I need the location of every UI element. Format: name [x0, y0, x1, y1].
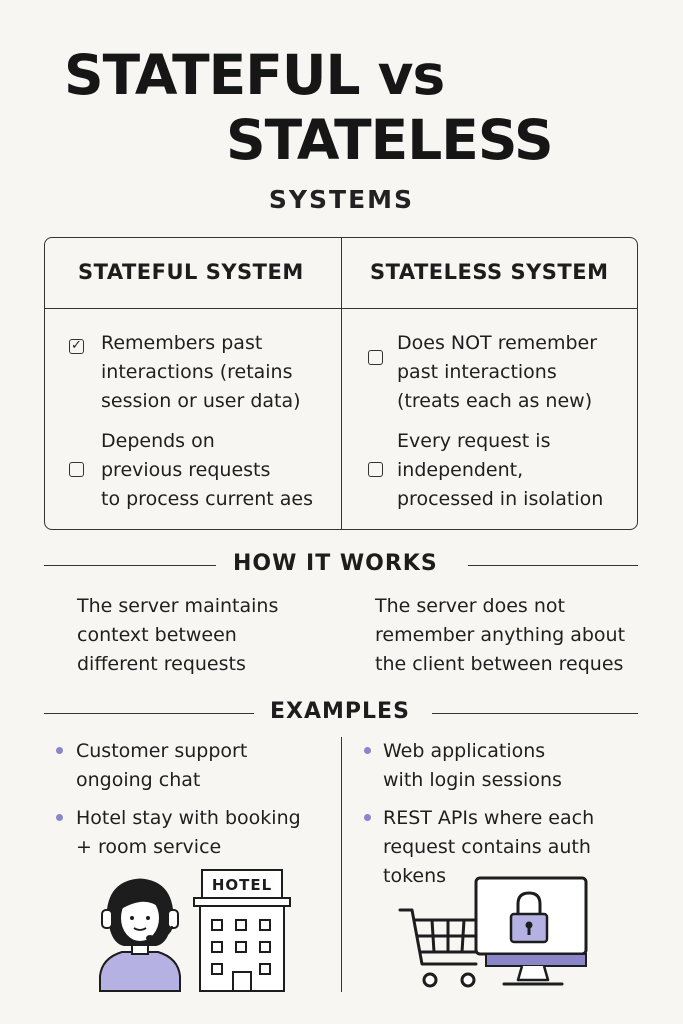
examples-rule-right — [432, 713, 638, 714]
stateful-item-2: Depends on previous requests to process … — [101, 430, 313, 510]
stateless-item-1: Does NOT remember past interactions (tre… — [397, 332, 598, 412]
example-stateless-1: Web applications with login sessions — [383, 740, 562, 791]
page-title-line-2: STATELESS — [226, 108, 554, 172]
how-it-works-stateless: The server does not remember anything ab… — [375, 595, 626, 675]
stateless-heading: STATELESS SYSTEM — [370, 260, 609, 284]
example-stateful-1: Customer support ongoing chat — [76, 740, 248, 791]
how-it-works-stateful: The server maintains context between dif… — [77, 595, 279, 675]
how-it-works-rule-right — [468, 565, 638, 566]
checkbox-does-not-remember[interactable] — [368, 350, 383, 365]
stateful-item-1: Remembers past interactions (retains ses… — [101, 332, 301, 412]
page-subtitle: SYSTEMS — [268, 185, 415, 214]
bullet-icon — [56, 747, 63, 754]
how-it-works-rule-left — [44, 565, 216, 566]
example-stateless-2: REST APIs where each request contains au… — [383, 807, 595, 887]
lock-icon — [509, 891, 549, 944]
table-column-divider — [341, 238, 342, 529]
examples-rule-left — [44, 713, 254, 714]
stateless-item-2: Every request is independent, processed … — [397, 430, 604, 510]
checkbox-depends-on-previous[interactable] — [69, 462, 84, 477]
bullet-icon — [56, 814, 63, 821]
examples-title: EXAMPLES — [270, 699, 410, 724]
support-agent-icon — [99, 878, 181, 992]
stateful-heading: STATEFUL SYSTEM — [78, 260, 304, 284]
shopping-cart-icon — [398, 908, 488, 988]
page-title-line-1: STATEFUL vs — [64, 43, 445, 107]
how-it-works-title: HOW IT WORKS — [233, 551, 438, 576]
checkbox-every-request[interactable] — [368, 462, 383, 477]
hotel-sign: HOTEL — [211, 876, 273, 894]
comparison-table: STATEFUL SYSTEM STATELESS SYSTEM ✓ Remem… — [44, 237, 638, 530]
bullet-icon — [364, 814, 371, 821]
examples-column-divider — [341, 737, 342, 992]
example-stateful-2: Hotel stay with booking + room service — [76, 807, 301, 858]
bullet-icon — [364, 747, 371, 754]
checkbox-remembers-past[interactable]: ✓ — [69, 339, 84, 354]
checkmark-icon: ✓ — [71, 338, 82, 353]
hotel-building-icon: HOTEL — [192, 868, 292, 992]
